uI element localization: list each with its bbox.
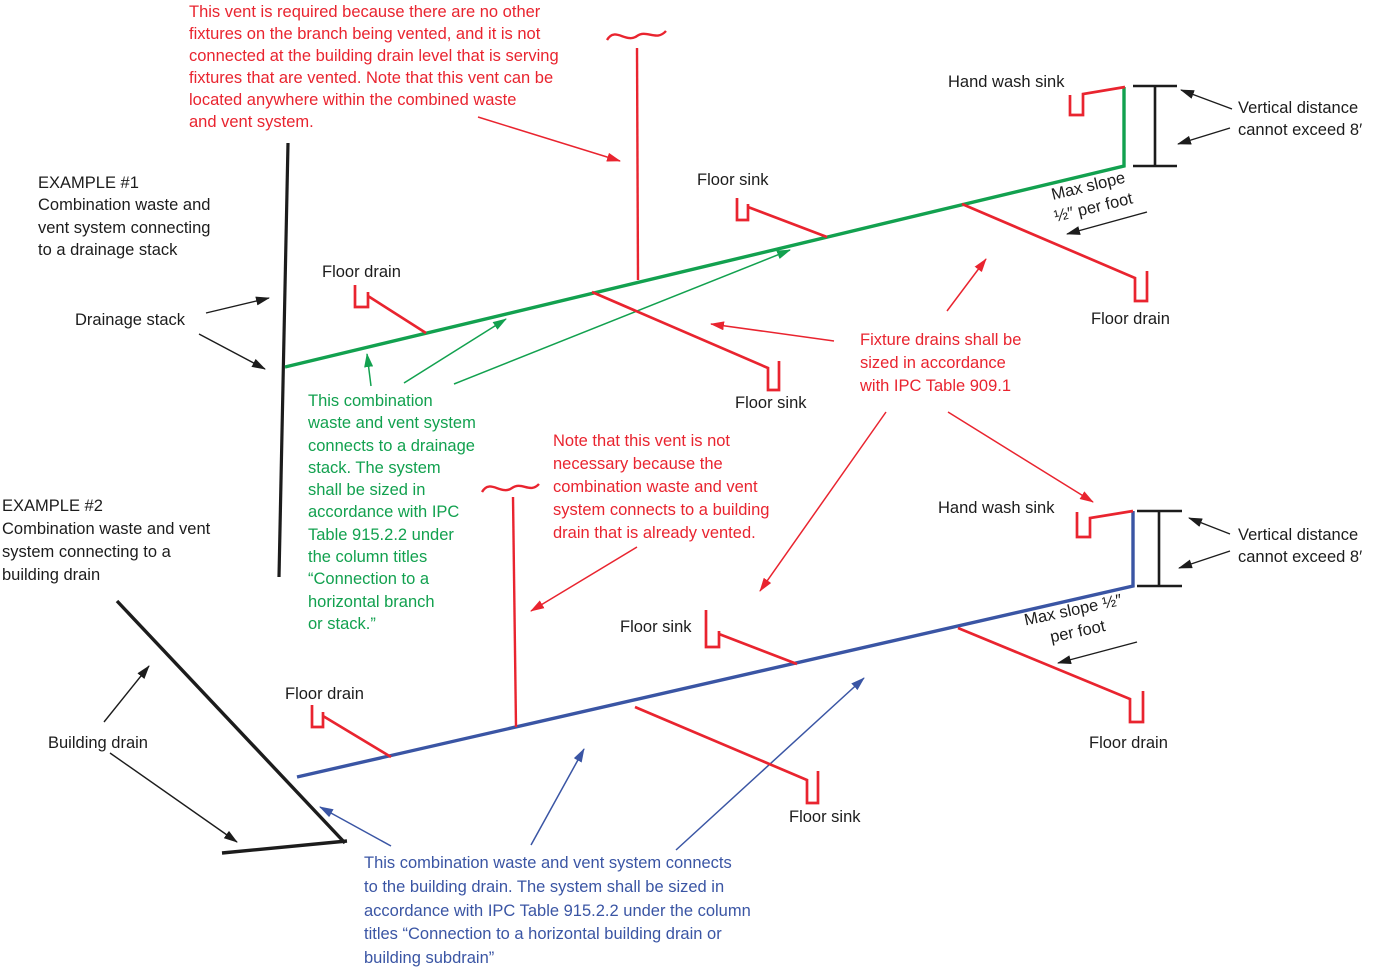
max-slope-2-arrow	[1057, 641, 1138, 665]
fixture-drains-arrow-left	[710, 321, 835, 342]
combination-waste-vent-pipe-2	[296, 511, 1135, 779]
green-note-arrow-short	[364, 353, 374, 387]
vertical-distance-1-note: Vertical distance cannot exceed 8′	[1238, 99, 1363, 139]
hand-wash-sink-2-fixture	[1075, 509, 1134, 539]
vent-break-symbol-2	[480, 483, 540, 493]
blue-leader-arrows	[319, 677, 865, 851]
vent-note-2: Note that this vent is not necessary bec…	[553, 432, 770, 542]
vent-pipe-1	[635, 47, 640, 281]
drainage-stack-label: Drainage stack	[75, 311, 186, 329]
example1-waste-vent-system	[284, 87, 1126, 387]
hand-wash-sink-2-label: Hand wash sink	[938, 499, 1055, 517]
fixture-drains-note: Fixture drains shall be sized in accorda…	[860, 331, 1022, 395]
green-note-arrow-mid	[403, 318, 507, 384]
vent-break-symbol-1	[605, 30, 667, 41]
black-leader-arrows	[103, 89, 1233, 843]
building-drain-pipe-run	[221, 839, 348, 855]
vertical-distance-1-arrow-lower	[1177, 127, 1231, 145]
vertical-distance-1-arrow-upper	[1180, 89, 1233, 110]
floor-drain-1-right-label: Floor drain	[1091, 310, 1170, 328]
floor-sink-1-bottom-label: Floor sink	[735, 394, 807, 412]
example2-title: EXAMPLE #2 Combination waste and vent sy…	[2, 497, 211, 584]
fixture-drains-arrow-up-right	[946, 258, 987, 312]
red-leader-arrows	[477, 116, 1094, 612]
black-structure	[103, 84, 1233, 855]
drainage-stack-arrow-lower	[198, 333, 266, 370]
hand-wash-sink-1-fixture	[1068, 85, 1126, 117]
floor-drain-1-left-fixture	[353, 285, 427, 335]
fixture-traps	[310, 85, 1149, 805]
vertical-distance-dimension-2	[1137, 509, 1182, 588]
sizing-note-1: This combination waste and vent system c…	[308, 392, 476, 633]
building-drain-pipe	[115, 599, 347, 845]
floor-drain-2-left-fixture	[310, 705, 392, 759]
floor-drain-2-right-fixture	[957, 626, 1145, 724]
red-fixtures-and-vents	[310, 30, 1149, 805]
floor-drain-2-right-label: Floor drain	[1089, 734, 1168, 752]
floor-sink-1-bottom-fixture	[591, 290, 781, 392]
floor-sink-2-bottom-label: Floor sink	[789, 808, 861, 826]
floor-drain-1-right-fixture	[961, 202, 1149, 303]
building-drain-label: Building drain	[48, 734, 148, 752]
building-drain-arrow-lower	[109, 752, 238, 843]
green-note-arrow-long	[453, 249, 791, 385]
vertical-distance-2-arrow-upper	[1188, 517, 1231, 535]
floor-sink-1-top-label: Floor sink	[697, 171, 769, 189]
floor-drain-2-left-label: Floor drain	[285, 685, 364, 703]
building-drain-arrow-upper	[103, 665, 150, 723]
vertical-distance-2-arrow-lower	[1178, 550, 1231, 569]
max-slope-1-arrow	[1066, 211, 1148, 235]
example1-title: EXAMPLE #1 Combination waste and vent sy…	[38, 174, 211, 259]
vent-pipe-2	[511, 496, 518, 728]
floor-sink-2-bottom-fixture	[634, 705, 820, 805]
floor-drain-1-left-label: Floor drain	[322, 263, 401, 281]
green-leader-arrows	[364, 249, 791, 387]
drainage-stack-arrow-upper	[205, 296, 270, 314]
vent-note-1-arrow	[477, 116, 621, 162]
drainage-stack-pipe	[277, 142, 290, 578]
floor-sink-1-top-fixture	[735, 198, 828, 239]
blue-note-arrow-left	[319, 806, 392, 847]
hand-wash-sink-1-label: Hand wash sink	[948, 73, 1065, 91]
vertical-distance-2-note: Vertical distance cannot exceed 8′	[1238, 526, 1363, 566]
floor-sink-2-top-fixture	[704, 610, 798, 666]
vent-note-1: This vent is required because there are …	[189, 3, 559, 131]
vent-note-2-arrow	[530, 546, 638, 612]
fixture-drains-arrow-down-left	[759, 411, 887, 592]
blue-note-arrow-mid	[530, 748, 585, 846]
sizing-note-2: This combination waste and vent system c…	[364, 854, 751, 968]
floor-sink-2-top-label: Floor sink	[620, 618, 692, 636]
combination-waste-vent-pipe-1	[284, 87, 1126, 369]
fixture-drains-arrow-down-right	[947, 411, 1094, 503]
vertical-distance-dimension-1	[1133, 84, 1177, 168]
